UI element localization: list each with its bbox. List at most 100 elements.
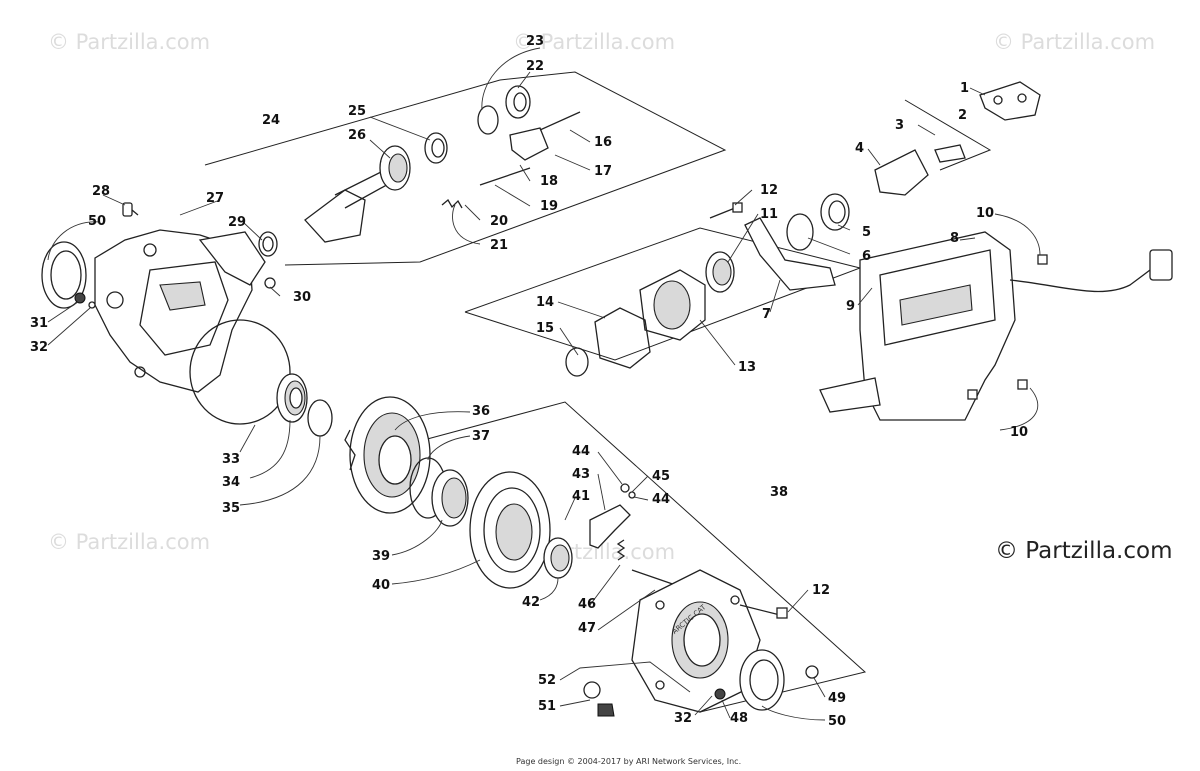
callout-10-bottom: 10 [1010, 425, 1028, 440]
group-bracket-2 [904, 99, 992, 171]
callout-5: 5 [862, 225, 871, 240]
clip-45 [620, 483, 636, 499]
callout-34: 34 [222, 475, 240, 490]
differential-housing-27 [94, 229, 266, 393]
page-credit: Page design © 2004-2017 by ARI Network S… [516, 757, 742, 766]
callout-51: 51 [538, 699, 556, 714]
callout-41: 41 [572, 489, 590, 504]
fill-plug-51 [583, 681, 615, 717]
spring-46 [616, 539, 626, 561]
callout-33: 33 [222, 452, 240, 467]
callout-1: 1 [960, 81, 969, 96]
callout-23: 23 [526, 34, 544, 49]
callout-2: 2 [958, 108, 967, 123]
callout-9: 9 [846, 299, 855, 314]
snap-ring-23 [477, 105, 499, 135]
bearing-42 [543, 537, 573, 579]
callout-31: 31 [30, 316, 48, 331]
snap-ring-15 [565, 347, 589, 377]
callout-11: 11 [760, 207, 778, 222]
seal-22 [505, 85, 531, 119]
callout-19: 19 [540, 199, 558, 214]
callout-50-bottom: 50 [828, 714, 846, 729]
callout-43: 43 [572, 467, 590, 482]
callout-8: 8 [950, 231, 959, 246]
callout-30: 30 [293, 290, 311, 305]
callout-39: 39 [372, 549, 390, 564]
callout-40: 40 [372, 578, 390, 593]
callout-18: 18 [540, 174, 558, 189]
spring-21 [441, 199, 463, 209]
seal-50-left [41, 241, 87, 309]
callout-37: 37 [472, 429, 490, 444]
yoke-4 [874, 149, 929, 196]
washer-49 [805, 665, 819, 679]
callout-6: 6 [862, 249, 871, 264]
differential-cover [631, 569, 761, 713]
callout-42: 42 [522, 595, 540, 610]
callout-25: 25 [348, 104, 366, 119]
callout-29: 29 [228, 215, 246, 230]
callout-numbers: 1 2 3 4 5 6 7 8 9 10 10 11 12 12 13 14 1… [30, 34, 1028, 729]
callout-50-left: 50 [88, 214, 106, 229]
callout-3: 3 [895, 118, 904, 133]
watermark-top-left: © Partzilla.com [48, 30, 211, 54]
shaft-19 [479, 167, 531, 186]
watermark-mid-left: © Partzilla.com [48, 530, 211, 554]
actuator-8 [819, 231, 1173, 421]
callout-20: 20 [490, 214, 508, 229]
callout-21: 21 [490, 238, 508, 253]
coil-carrier-40 [469, 471, 551, 589]
callout-44-top: 44 [572, 444, 590, 459]
callout-36: 36 [472, 404, 490, 419]
watermark-top-center: © Partzilla.com [513, 30, 676, 54]
callout-44-right: 44 [652, 492, 670, 507]
callout-32-left: 32 [30, 340, 48, 355]
callout-38: 38 [770, 485, 788, 500]
breather-28 [122, 202, 139, 217]
seal-50-bottom [739, 649, 785, 711]
pinion-gear-assembly [304, 169, 393, 243]
bearing-26 [379, 145, 411, 191]
plug-48 [714, 688, 726, 700]
callout-52: 52 [538, 673, 556, 688]
needle-bearing-29 [258, 231, 278, 257]
bearing-34 [276, 373, 308, 423]
callout-48: 48 [730, 711, 748, 726]
gasket-14 [594, 307, 651, 369]
callout-17: 17 [594, 164, 612, 179]
output-housing-13 [639, 269, 706, 341]
screw-12-bottom [739, 604, 788, 619]
snap-ring-6 [786, 213, 814, 251]
callout-7: 7 [762, 307, 771, 322]
callout-47: 47 [578, 621, 596, 636]
callout-49: 49 [828, 691, 846, 706]
callout-12-bottom: 12 [812, 583, 830, 598]
screw-12-top [709, 202, 743, 219]
o-ring-33 [189, 319, 291, 425]
washer-30 [264, 277, 276, 289]
seal-5 [820, 193, 850, 231]
callout-46: 46 [578, 597, 596, 612]
callout-45: 45 [652, 469, 670, 484]
fork-17-18 [509, 127, 549, 161]
callout-13: 13 [738, 360, 756, 375]
callout-10-top: 10 [976, 206, 994, 221]
watermark-top-right: © Partzilla.com [993, 30, 1156, 54]
callout-28: 28 [92, 184, 110, 199]
ring-gear-36 [344, 396, 431, 514]
leader-lines [47, 47, 1041, 721]
callout-24: 24 [262, 113, 280, 128]
u-joint-3 [934, 144, 966, 163]
callout-32-bottom: 32 [674, 711, 692, 726]
callout-4: 4 [855, 141, 864, 156]
callout-12-top: 12 [760, 183, 778, 198]
callout-16: 16 [594, 135, 612, 150]
shim-35 [307, 399, 333, 437]
callout-22: 22 [526, 59, 544, 74]
brand-watermark: © Partzilla.com [995, 538, 1173, 564]
callout-15: 15 [536, 321, 554, 336]
callout-14: 14 [536, 295, 554, 310]
callout-27: 27 [206, 191, 224, 206]
